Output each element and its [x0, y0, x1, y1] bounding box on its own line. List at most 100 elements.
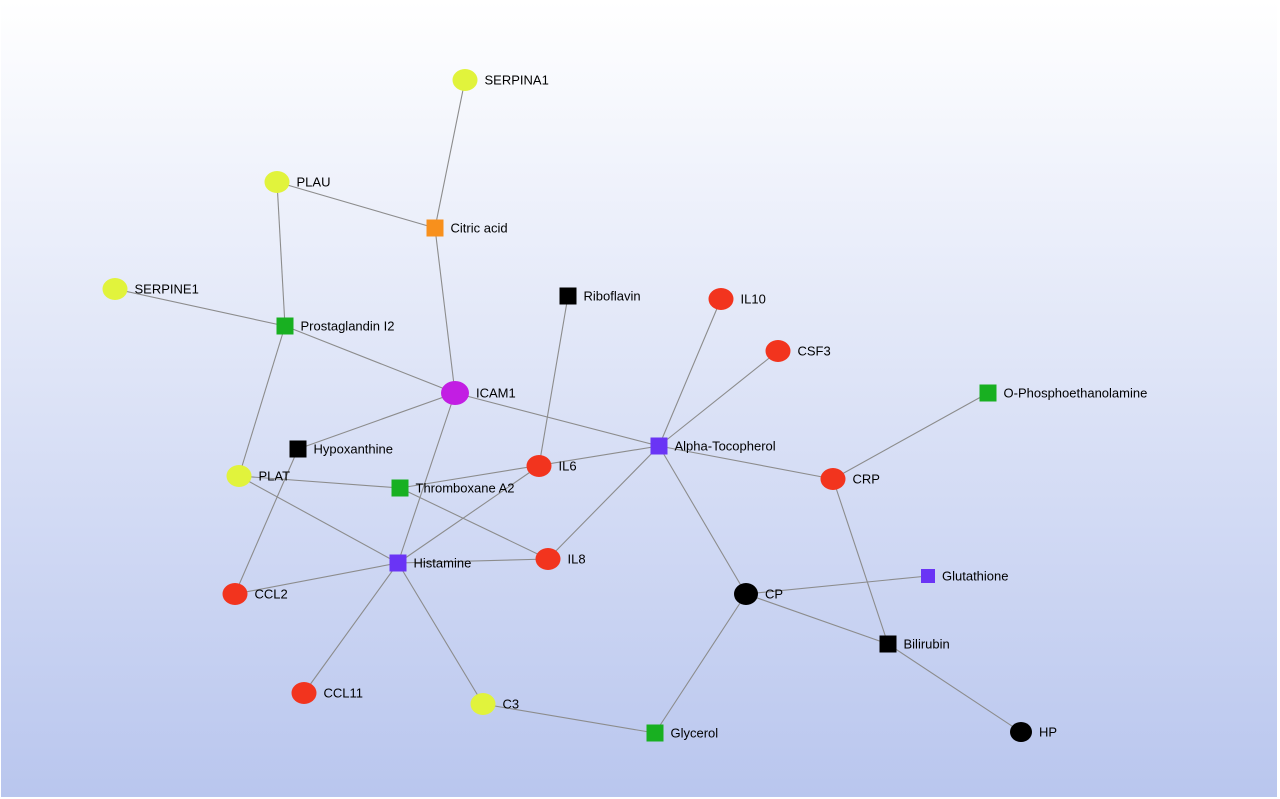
node-il8[interactable]: IL8: [535, 548, 586, 570]
node-histamine[interactable]: Histamine: [389, 554, 472, 572]
node-label-hp: HP: [1039, 725, 1057, 740]
node-csf3[interactable]: CSF3: [765, 340, 831, 362]
node-shape-hypoxanthine[interactable]: [289, 440, 307, 458]
edge-histamine--ccl11: [303, 562, 399, 694]
node-label-alpha-tocopherol: Alpha-Tocopherol: [675, 439, 776, 454]
node-shape-citric-acid[interactable]: [426, 219, 444, 237]
node-il6[interactable]: IL6: [526, 455, 577, 477]
node-shape-ccl2[interactable]: [222, 583, 248, 605]
node-label-il10: IL10: [741, 292, 766, 307]
node-label-serpina1: SERPINA1: [485, 73, 549, 88]
edge-bilirubin--hp: [887, 643, 1022, 733]
node-serpine1[interactable]: SERPINE1: [102, 278, 199, 300]
node-shape-ccl11[interactable]: [291, 682, 317, 704]
edge-plau--citric-acid: [276, 181, 436, 229]
node-shape-plat[interactable]: [226, 465, 252, 487]
node-label-bilirubin: Bilirubin: [904, 637, 950, 652]
node-label-o-phosphoethanolamine: O-Phosphoethanolamine: [1004, 386, 1148, 401]
node-shape-serpine1[interactable]: [102, 278, 128, 300]
node-plat[interactable]: PLAT: [226, 465, 291, 487]
edge-hypoxanthine--ccl2: [234, 448, 299, 595]
node-shape-glycerol[interactable]: [646, 724, 664, 742]
node-label-glutathione: Glutathione: [942, 569, 1009, 584]
node-shape-serpina1[interactable]: [452, 69, 478, 91]
node-citric-acid[interactable]: Citric acid: [426, 219, 508, 237]
edge-plat--thromboxane-a2: [238, 475, 401, 489]
node-label-serpine1: SERPINE1: [135, 282, 199, 297]
node-ccl11[interactable]: CCL11: [291, 682, 364, 704]
node-label-glycerol: Glycerol: [671, 726, 719, 741]
node-c3[interactable]: C3: [470, 693, 520, 715]
node-hp[interactable]: HP: [1010, 722, 1057, 742]
edge-c3--glycerol: [482, 703, 656, 734]
edge-cp--glycerol: [654, 593, 747, 734]
node-label-histamine: Histamine: [414, 556, 472, 571]
edge-csf3--alpha-tocopherol: [658, 350, 779, 447]
node-label-csf3: CSF3: [798, 344, 831, 359]
node-label-c3: C3: [503, 697, 520, 712]
node-icam1[interactable]: ICAM1: [441, 381, 516, 405]
node-label-icam1: ICAM1: [476, 386, 516, 401]
node-shape-c3[interactable]: [470, 693, 496, 715]
node-glutathione[interactable]: Glutathione: [921, 569, 1009, 584]
node-glycerol[interactable]: Glycerol: [646, 724, 719, 742]
edge-plat--histamine: [238, 475, 399, 564]
node-cp[interactable]: CP: [734, 583, 783, 605]
node-shape-il10[interactable]: [708, 288, 734, 310]
node-shape-thromboxane-a2[interactable]: [391, 479, 409, 497]
node-shape-riboflavin[interactable]: [559, 287, 577, 305]
node-shape-bilirubin[interactable]: [879, 635, 897, 653]
node-label-ccl11: CCL11: [324, 686, 364, 701]
edge-serpina1--citric-acid: [434, 79, 466, 229]
node-serpina1[interactable]: SERPINA1: [452, 69, 549, 91]
node-prostaglandin-i2[interactable]: Prostaglandin I2: [276, 317, 395, 335]
node-shape-crp[interactable]: [820, 468, 846, 490]
node-shape-icam1[interactable]: [441, 381, 469, 405]
node-shape-hp[interactable]: [1010, 722, 1032, 742]
node-hypoxanthine[interactable]: Hypoxanthine: [289, 440, 394, 458]
node-shape-csf3[interactable]: [765, 340, 791, 362]
node-shape-prostaglandin-i2[interactable]: [276, 317, 294, 335]
edge-icam1--alpha-tocopherol: [454, 392, 660, 447]
node-alpha-tocopherol[interactable]: Alpha-Tocopherol: [650, 437, 776, 455]
node-crp[interactable]: CRP: [820, 468, 880, 490]
node-il10[interactable]: IL10: [708, 288, 766, 310]
edge-icam1--histamine: [397, 392, 456, 564]
node-shape-il8[interactable]: [535, 548, 561, 570]
node-label-il6: IL6: [559, 459, 577, 474]
node-bilirubin[interactable]: Bilirubin: [879, 635, 950, 653]
node-label-riboflavin: Riboflavin: [584, 289, 641, 304]
node-shape-plau[interactable]: [264, 171, 290, 193]
edge-alpha-tocopherol--crp: [658, 445, 834, 480]
edge-alpha-tocopherol--il8: [547, 445, 660, 560]
node-riboflavin[interactable]: Riboflavin: [559, 287, 641, 305]
edge-riboflavin--il6: [538, 295, 569, 467]
node-label-ccl2: CCL2: [255, 587, 288, 602]
node-shape-cp[interactable]: [734, 583, 758, 605]
edge-prostaglandin-i2--plat: [238, 325, 286, 477]
edge-crp--bilirubin: [832, 478, 889, 645]
edge-il10--alpha-tocopherol: [658, 298, 722, 447]
node-label-il8: IL8: [568, 552, 586, 567]
edge-histamine--ccl2: [234, 562, 399, 595]
node-thromboxane-a2[interactable]: Thromboxane A2: [391, 479, 515, 497]
node-o-phosphoethanolamine[interactable]: O-Phosphoethanolamine: [979, 384, 1148, 402]
edge-plau--prostaglandin-i2: [276, 181, 286, 327]
node-shape-il6[interactable]: [526, 455, 552, 477]
node-label-plat: PLAT: [259, 469, 291, 484]
edge-o-phosphoethanolamine--crp: [832, 392, 989, 480]
edge-thromboxane-a2--il8: [399, 487, 549, 560]
edge-prostaglandin-i2--icam1: [284, 325, 456, 394]
node-plau[interactable]: PLAU: [264, 171, 331, 193]
node-shape-alpha-tocopherol[interactable]: [650, 437, 668, 455]
node-ccl2[interactable]: CCL2: [222, 583, 288, 605]
node-label-prostaglandin-i2: Prostaglandin I2: [301, 319, 395, 334]
node-shape-glutathione[interactable]: [921, 569, 935, 583]
node-shape-o-phosphoethanolamine[interactable]: [979, 384, 997, 402]
edge-icam1--hypoxanthine: [297, 392, 456, 450]
node-label-cp: CP: [765, 587, 783, 602]
node-shape-histamine[interactable]: [389, 554, 407, 572]
edges-layer: [114, 79, 1022, 734]
edge-serpine1--prostaglandin-i2: [114, 288, 286, 327]
